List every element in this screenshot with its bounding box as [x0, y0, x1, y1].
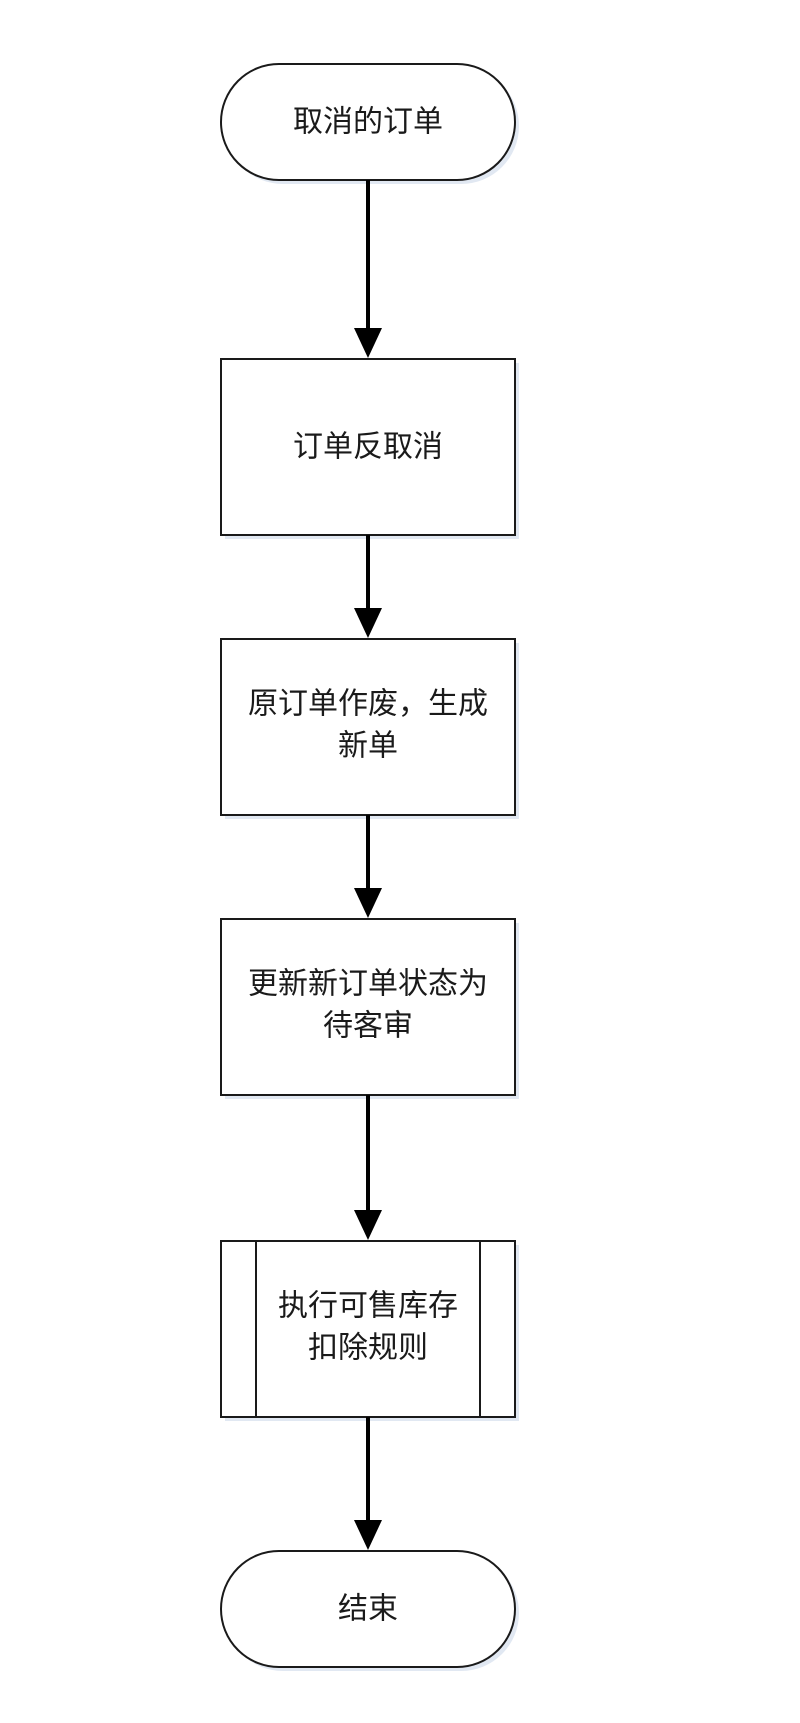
- status-label-line2: 待客审: [323, 1009, 413, 1044]
- end-terminator: 结束: [220, 1550, 519, 1671]
- process-uncancel-order: 订单反取消: [220, 358, 519, 539]
- void-label-line1: 原订单作废，生成: [248, 687, 488, 722]
- connector-void-to-status: [354, 815, 382, 918]
- status-label-line1: 更新新订单状态为: [248, 967, 488, 1002]
- subprocess-label-line1: 执行可售库存: [278, 1289, 458, 1324]
- process-update-status: 更新新订单状态为 待客审: [220, 918, 519, 1099]
- connector-subprocess-to-end: [354, 1417, 382, 1550]
- connector-start-to-uncancel: [354, 180, 382, 358]
- start-label: 取消的订单: [293, 105, 443, 140]
- end-label: 结束: [338, 1592, 398, 1627]
- connector-uncancel-to-void: [354, 535, 382, 638]
- process-void-and-create: 原订单作废，生成 新单: [220, 638, 519, 819]
- subprocess-inventory-deduction: 执行可售库存 扣除规则: [220, 1240, 519, 1421]
- start-terminator: 取消的订单: [220, 63, 519, 184]
- subprocess-label-line2: 扣除规则: [308, 1331, 428, 1366]
- uncancel-label: 订单反取消: [293, 430, 443, 465]
- connector-status-to-subprocess: [354, 1095, 382, 1240]
- void-label-line2: 新单: [338, 729, 398, 764]
